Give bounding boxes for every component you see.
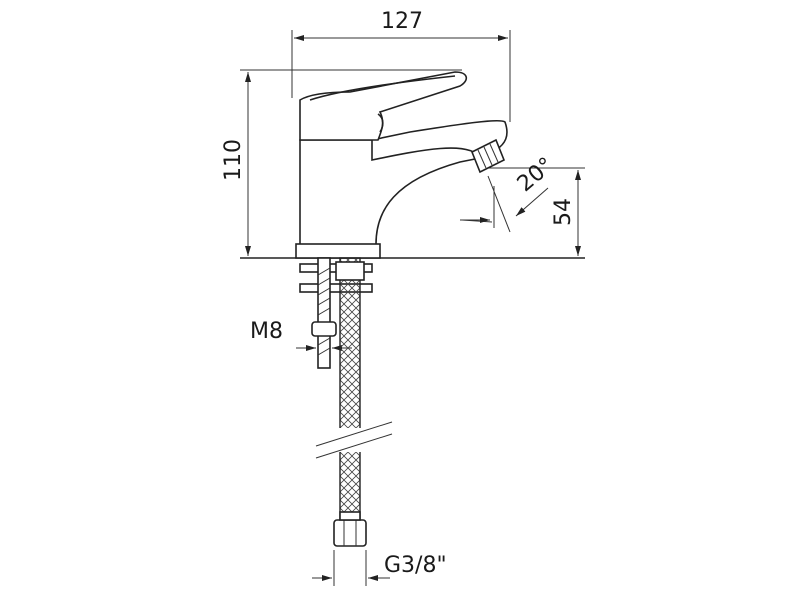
spout-height-dimension: 54 <box>488 167 585 256</box>
stud-nut <box>311 321 337 337</box>
stud-rod <box>317 257 331 369</box>
base-plate <box>295 243 381 259</box>
spout-height-label: 54 <box>551 198 576 226</box>
height-label: 110 <box>221 139 246 181</box>
hose-thread-label: G3/8" <box>384 553 447 578</box>
angle-label: 20° <box>513 153 559 197</box>
faucet-body <box>295 71 508 259</box>
height-dimension: 110 <box>221 69 462 256</box>
width-label: 127 <box>381 9 423 34</box>
braided-hose <box>300 257 400 547</box>
stud-thread-label: M8 <box>250 319 283 344</box>
angle-dimension: 20° <box>460 153 559 233</box>
width-dimension: 127 <box>291 9 511 122</box>
hose-thread-dimension: G3/8" <box>312 550 447 586</box>
spout <box>371 119 508 161</box>
hose-nut <box>333 519 367 547</box>
